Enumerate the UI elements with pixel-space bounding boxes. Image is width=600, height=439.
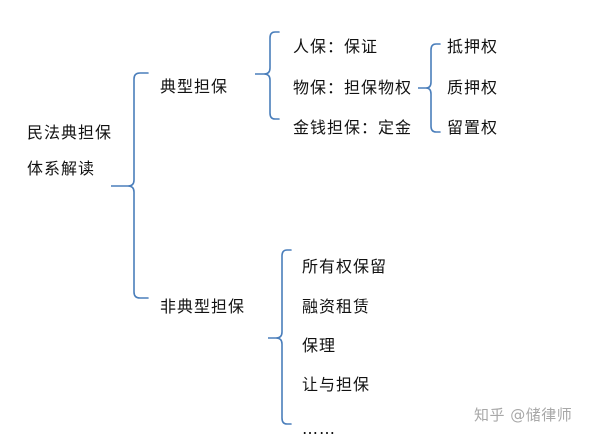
root-title-line2: 体系解读 bbox=[27, 159, 96, 178]
atypical-item: 保理 bbox=[302, 336, 337, 355]
property-right-item: 质押权 bbox=[447, 78, 499, 97]
watermark: 知乎 @储律师 bbox=[474, 406, 573, 424]
property-bracket bbox=[418, 43, 441, 133]
atypical-bracket bbox=[268, 249, 292, 425]
typical-item: 金钱担保：定金 bbox=[293, 118, 413, 137]
atypical-guarantee-label: 非典型担保 bbox=[160, 297, 246, 316]
root-bracket bbox=[111, 72, 149, 299]
root-title-line1: 民法典担保 bbox=[27, 123, 113, 142]
atypical-item: …… bbox=[302, 419, 336, 438]
typical-bracket bbox=[255, 31, 280, 120]
atypical-item: 融资租赁 bbox=[302, 297, 371, 316]
property-right-item: 抵押权 bbox=[447, 37, 499, 56]
typical-guarantee-label: 典型担保 bbox=[160, 77, 229, 96]
typical-item: 物保：担保物权 bbox=[293, 78, 413, 97]
typical-item: 人保：保证 bbox=[293, 37, 379, 56]
atypical-item: 让与担保 bbox=[302, 375, 371, 394]
atypical-item: 所有权保留 bbox=[302, 257, 388, 276]
property-right-item: 留置权 bbox=[447, 118, 499, 137]
